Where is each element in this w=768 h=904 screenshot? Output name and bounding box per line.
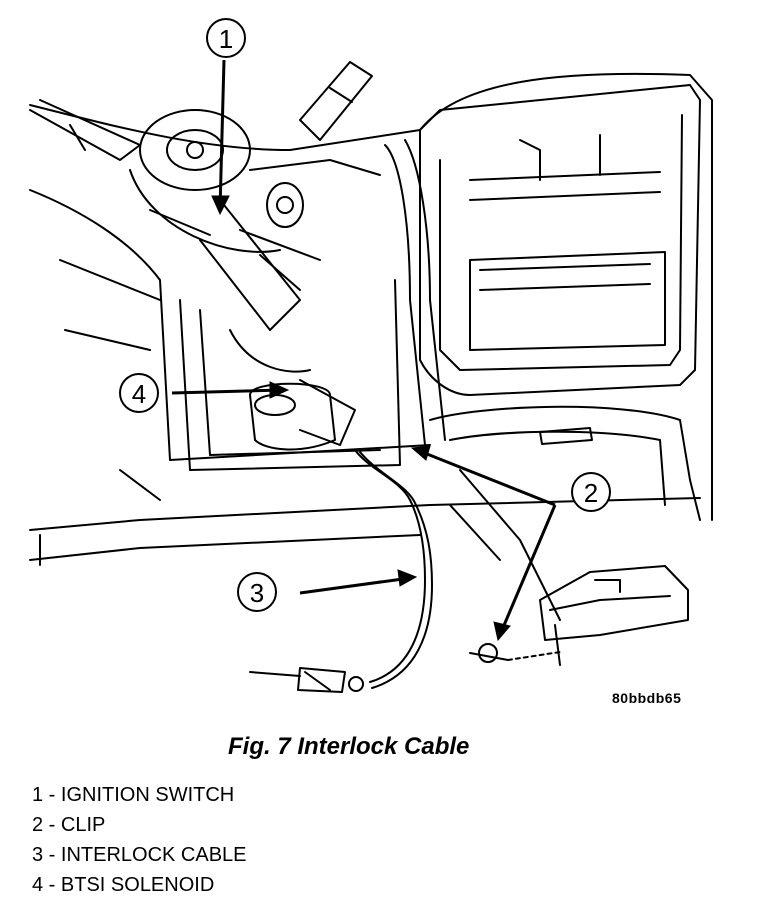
legend-item: 2 - CLIP (32, 810, 247, 840)
callout-number-3: 3 (250, 578, 264, 608)
shifter-bracket (539, 565, 689, 666)
callout-circle-4 (119, 373, 159, 413)
figure-reference-code: 80bbdb65 (612, 690, 682, 706)
interlock-cable-route (354, 449, 433, 689)
callout-arrow-2a (421, 450, 556, 507)
callout-circle-3 (237, 572, 277, 612)
callout-arrowhead-2b (493, 621, 511, 642)
legend-separator: - (43, 844, 61, 866)
legend-item: 1 - IGNITION SWITCH (32, 780, 247, 810)
callout-arrowhead-3 (397, 569, 418, 587)
center-stack-trim (384, 139, 446, 446)
radio-bezel (419, 84, 701, 396)
legend-separator: - (43, 814, 61, 836)
clip-detail (469, 643, 561, 663)
legend-label: BTSI SOLENOID (60, 874, 215, 896)
figure-caption: Fig. 7 Interlock Cable (228, 733, 470, 760)
callout-number-1: 1 (219, 24, 233, 54)
floor-console-outline (429, 405, 701, 621)
callout-arrow-3 (299, 576, 411, 595)
callout-arrowhead-2a (410, 445, 431, 461)
legend-item: 4 - BTSI SOLENOID (32, 870, 247, 900)
cable-end-fitting (249, 667, 364, 693)
legend-number: 1 (32, 784, 44, 806)
callout-arrowhead-1 (211, 195, 230, 216)
callout-arrow-1 (218, 59, 226, 211)
steering-column-opening (179, 279, 401, 471)
legend-item: 3 - INTERLOCK CABLE (32, 840, 247, 870)
legend-separator: - (43, 784, 61, 806)
callout-number-2: 2 (584, 478, 598, 508)
callout-number-4: 4 (132, 379, 146, 409)
legend-number: 2 (32, 814, 44, 836)
multifunction-switch-stalk (29, 61, 373, 161)
legend-separator: - (43, 874, 61, 896)
callout-circle-2 (571, 472, 611, 512)
legend-label: CLIP (60, 814, 106, 836)
callout-arrowhead-4 (269, 381, 290, 399)
callout-arrow-4 (171, 388, 283, 395)
legend-label: INTERLOCK CABLE (60, 844, 247, 866)
legend-number: 3 (32, 844, 44, 866)
legend-list: 1 - IGNITION SWITCH 2 - CLIP 3 - INTERLO… (32, 780, 247, 900)
callout-circle-1 (206, 18, 246, 58)
ignition-switch-housing (129, 109, 381, 331)
legend-number: 4 (32, 874, 44, 896)
interlock-cable-illustration: 1 2 3 4 (29, 18, 713, 693)
legend-label: IGNITION SWITCH (60, 784, 235, 806)
callout-arrow-2b (500, 504, 557, 631)
